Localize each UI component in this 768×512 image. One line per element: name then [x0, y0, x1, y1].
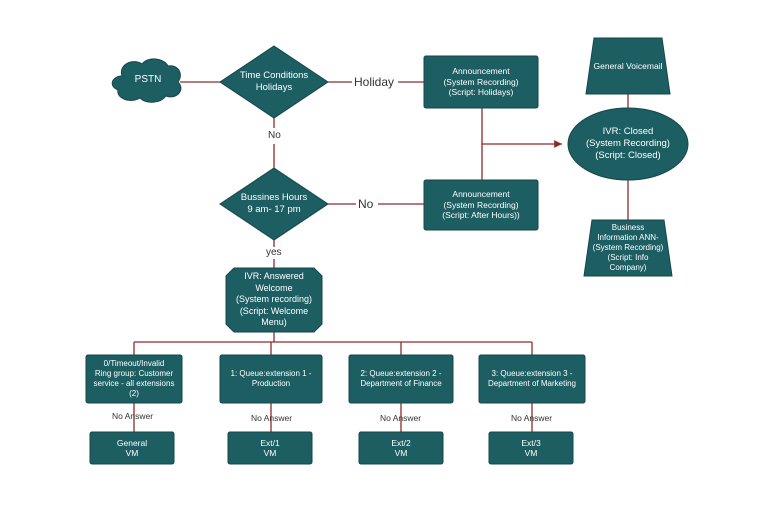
- time-conditions-diamond: [219, 45, 329, 119]
- announcement-after-hours-box: [423, 179, 539, 231]
- no-answer-label-2: No Answer: [380, 413, 422, 423]
- option-2-box: [348, 354, 454, 404]
- no-answer-label-3: No Answer: [511, 413, 553, 423]
- no-edge-label-2: No: [358, 197, 374, 211]
- vm-ext1-box: [227, 431, 313, 465]
- business-hours-diamond: [219, 167, 329, 241]
- ivr-answered-shape: [225, 267, 323, 333]
- ivr-closed-ellipse: [567, 107, 689, 181]
- pstn-cloud-shape: [111, 58, 182, 103]
- business-info-trapezoid: [583, 219, 673, 277]
- option-0-box: [85, 354, 183, 404]
- no-edge-label-1: No: [268, 130, 281, 141]
- no-answer-label-0: No Answer: [112, 411, 154, 421]
- holiday-edge-label: Holiday: [354, 75, 395, 89]
- announcement-holidays-box: [423, 55, 539, 109]
- yes-edge-label: yes: [266, 247, 282, 258]
- option-1-box: [219, 354, 323, 404]
- general-voicemail-trapezoid: [585, 37, 671, 95]
- option-3-box: [478, 354, 586, 404]
- vm-general-box: [89, 431, 175, 465]
- vm-ext3-box: [488, 431, 574, 465]
- no-answer-label-1: No Answer: [251, 413, 293, 423]
- vm-ext2-box: [358, 431, 444, 465]
